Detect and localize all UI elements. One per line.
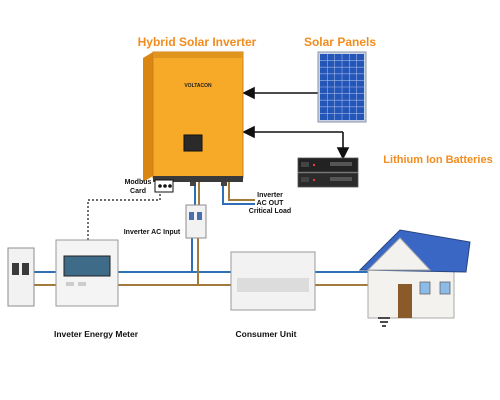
energy-meter-button-2 (78, 282, 86, 286)
modbus-pin-3 (168, 184, 172, 188)
hybrid-inverter: VOLTACON (143, 51, 244, 186)
inverter-top (153, 52, 243, 58)
ac-input-breaker-toggle-2 (197, 212, 202, 220)
title-hybrid-solar-inverter: Hybrid Solar Inverter (138, 35, 257, 49)
ac-input-breaker-toggle-1 (189, 212, 194, 220)
battery-1-terminals (330, 162, 352, 166)
inverter-port-2 (221, 182, 227, 186)
label-ac-out-line1: Inverter (257, 192, 283, 199)
main-breaker-toggle-1 (12, 263, 19, 275)
battery-arrow-head-down (336, 147, 350, 160)
title-solar-panels: Solar Panels (304, 35, 376, 49)
energy-meter (55, 239, 119, 307)
battery-1-panel (301, 162, 309, 167)
consumer-unit-breakers (237, 278, 309, 292)
modbus-pin-1 (158, 184, 162, 188)
house-window-2 (439, 281, 451, 295)
inverter-display (183, 134, 203, 152)
solar-panel (317, 51, 367, 123)
inverter-side (143, 52, 153, 182)
label-ac-out-line3: Critical Load (249, 208, 291, 215)
consumer-unit (230, 251, 316, 311)
lithium-batteries (297, 157, 359, 188)
label-consumer-unit: Consumer Unit (236, 329, 297, 339)
inverter-base (153, 176, 243, 182)
inverter-brand: VOLTACON (184, 83, 212, 89)
label-modbus-line2: Card (130, 188, 146, 195)
main-breaker-toggle-2 (22, 263, 29, 275)
battery-2-led (312, 178, 316, 182)
battery-1-led (312, 163, 316, 167)
house-door (398, 284, 412, 318)
house-gable (366, 237, 432, 271)
solar-arrow-head (242, 86, 255, 100)
inverter-port-1 (190, 182, 196, 186)
label-modbus-line1: Modbus (125, 179, 152, 186)
main-breaker-body (7, 247, 35, 307)
label-ac-out-line2: AC OUT (257, 200, 285, 207)
title-lithium-ion-batteries: Lithium Ion Batteries (383, 154, 492, 166)
ac-input-breaker-body (185, 204, 207, 239)
label-inveter-energy-meter: Inveter Energy Meter (54, 329, 139, 339)
modbus-pin-2 (163, 184, 167, 188)
ac-out-brown-wire (228, 182, 255, 201)
battery-2-terminals (330, 177, 352, 181)
inverter-brand-plate (180, 80, 216, 89)
arrows (242, 86, 350, 160)
modbus-dotted-line (87, 192, 161, 248)
battery-2 (297, 172, 359, 188)
energy-meter-display (63, 255, 111, 277)
house (358, 229, 471, 319)
main-breaker (7, 247, 35, 307)
energy-meter-button-1 (66, 282, 74, 286)
battery-arrow-head-left (242, 125, 255, 139)
ac-input-breaker (185, 204, 207, 239)
modbus-card (154, 179, 174, 193)
battery-1 (297, 157, 359, 173)
label-inverter-ac-input: Inverter AC Input (124, 229, 181, 236)
ac-out-blue-wire (222, 182, 255, 205)
inverter-body (152, 51, 244, 179)
house-window-1 (419, 281, 431, 295)
ground-symbol (378, 317, 390, 327)
battery-2-panel (301, 177, 309, 182)
